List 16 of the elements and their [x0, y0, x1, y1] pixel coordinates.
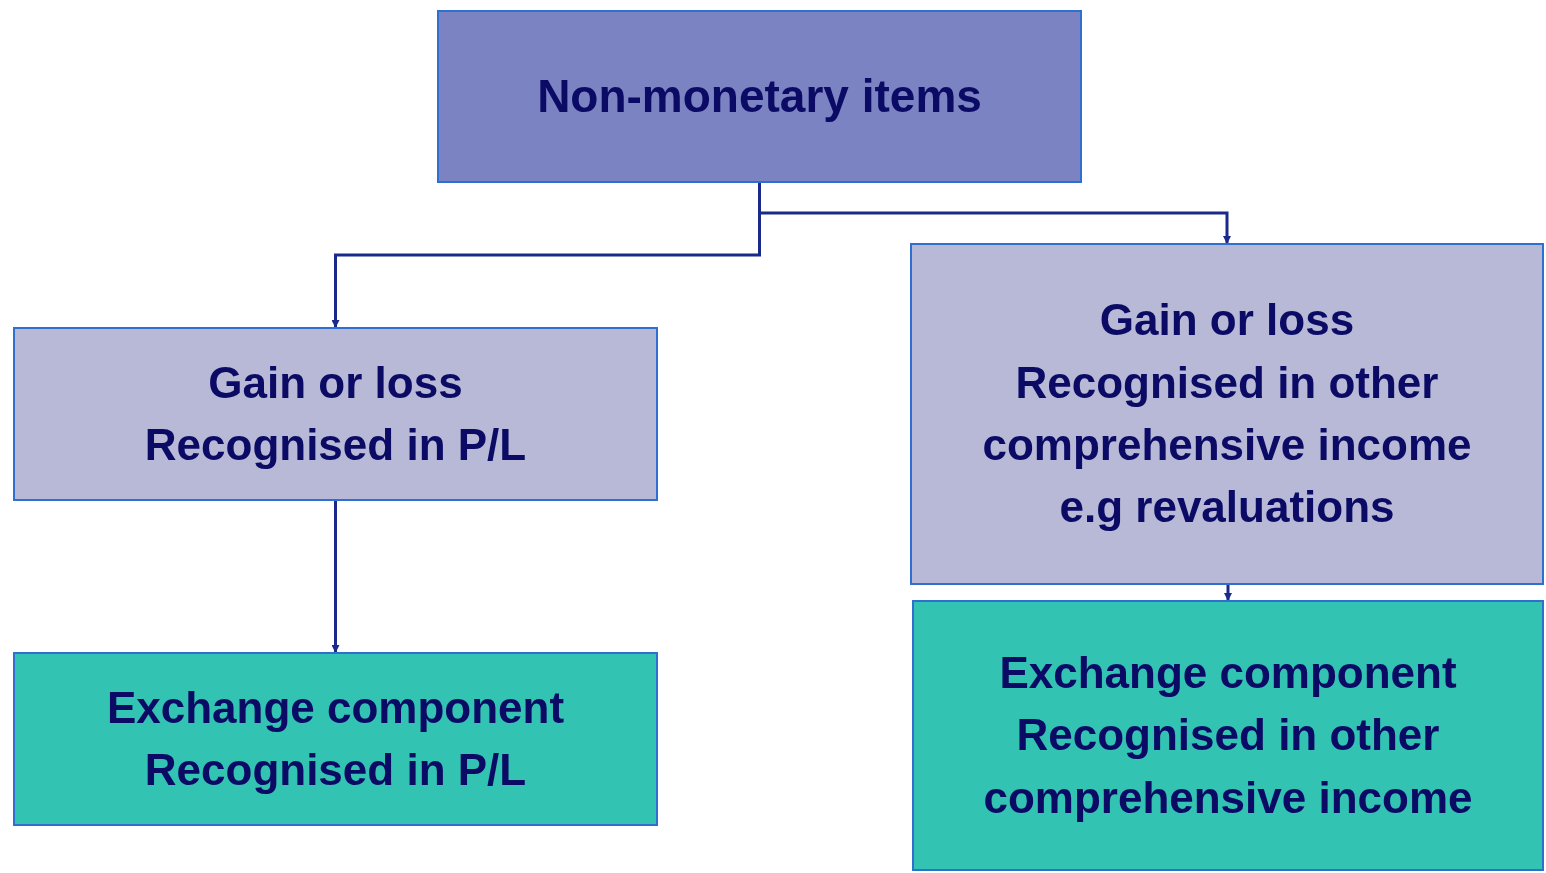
box-heading: Exchange component — [999, 646, 1457, 699]
box-text: Recognised in other comprehensive income — [982, 709, 1474, 824]
box-text: Recognised in other comprehensive income e.g revaluations — [981, 356, 1473, 534]
process-box — [912, 600, 1544, 871]
connector-arrow — [1224, 585, 1232, 601]
process-box — [910, 243, 1544, 585]
process-box — [13, 327, 658, 501]
connector-arrow — [331, 501, 340, 653]
process-box — [13, 652, 658, 826]
box-heading: Gain or loss — [208, 356, 463, 409]
box-text: Recognised in P/L — [144, 419, 527, 471]
process-box — [437, 10, 1082, 183]
box-text: Recognised in P/L — [144, 744, 527, 796]
box-heading: Gain or loss — [1099, 294, 1355, 347]
box-heading: Non-monetary items — [537, 68, 982, 124]
box-heading: Exchange component — [106, 681, 565, 734]
